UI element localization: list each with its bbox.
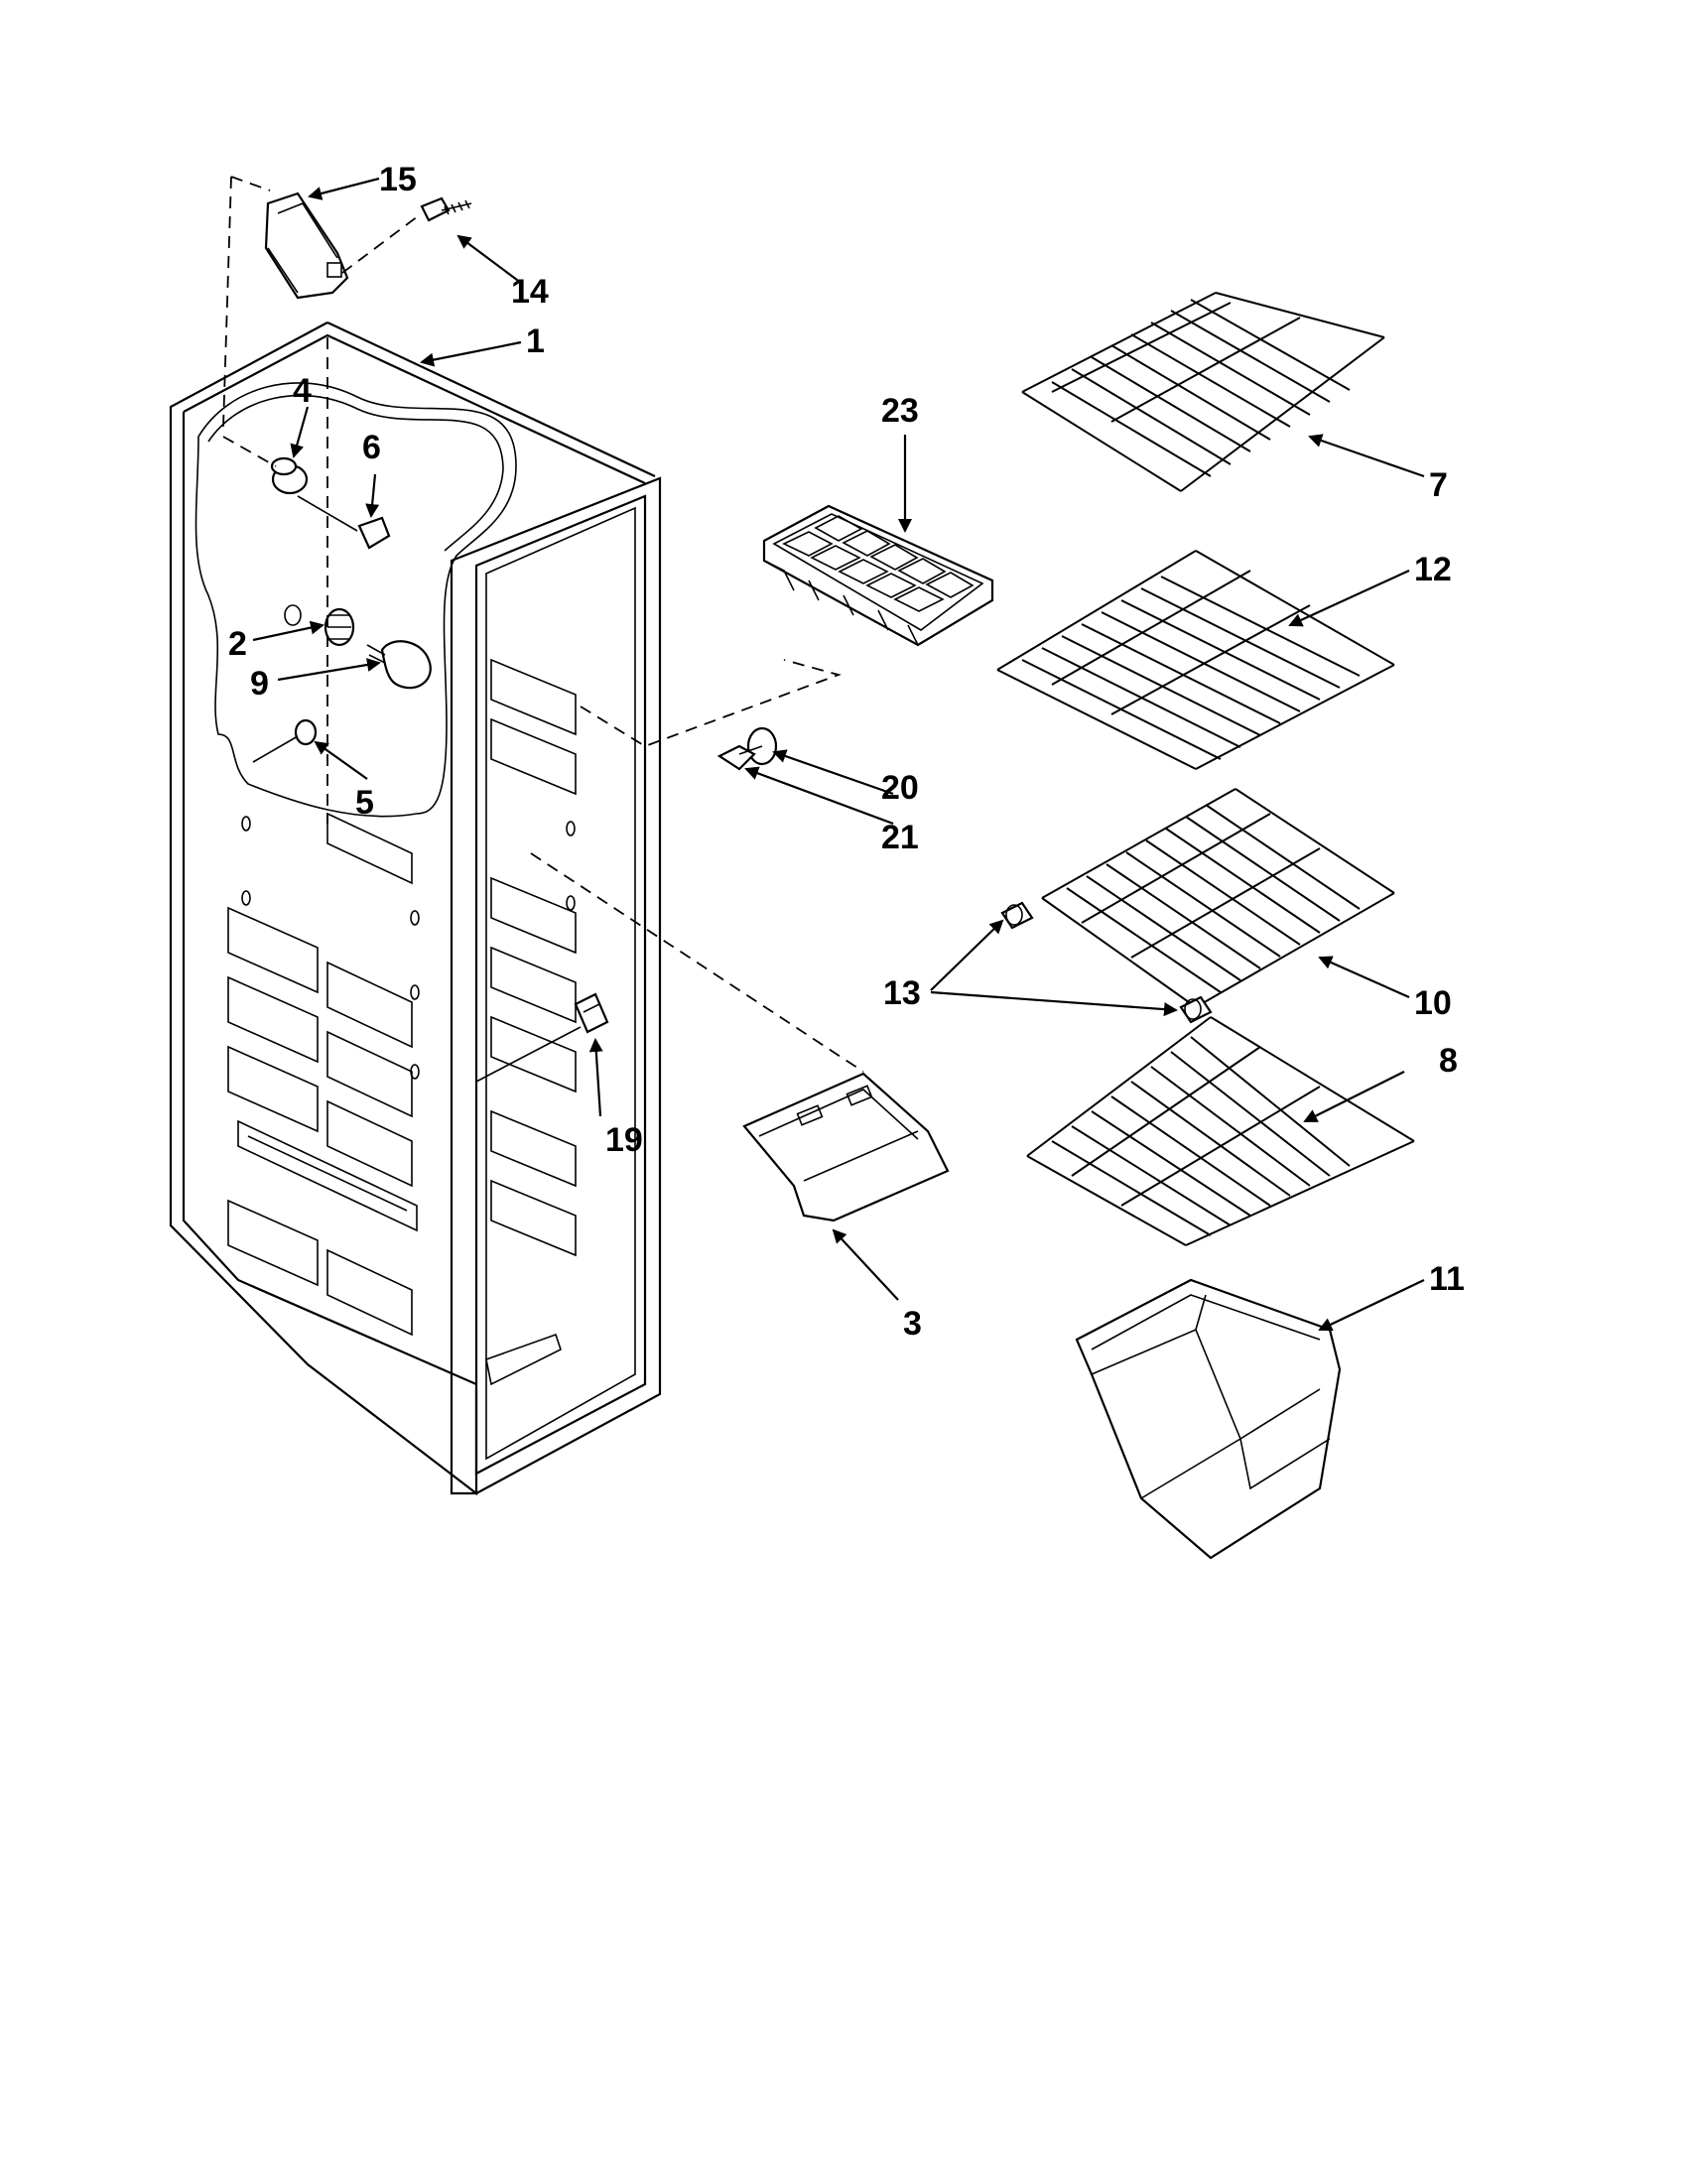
bracket-part bbox=[264, 192, 349, 300]
part-3-rail bbox=[530, 852, 950, 1222]
callout-1: 1 bbox=[526, 322, 545, 360]
part-11-bin bbox=[1075, 1278, 1342, 1560]
part-2-socket bbox=[284, 604, 355, 647]
screw-part bbox=[420, 196, 472, 222]
callout-10: 10 bbox=[1414, 984, 1452, 1022]
callout-9: 9 bbox=[250, 665, 269, 703]
callout-7: 7 bbox=[1429, 466, 1448, 504]
callout-19: 19 bbox=[605, 1121, 643, 1159]
callout-4: 4 bbox=[293, 372, 312, 410]
callout-23: 23 bbox=[881, 392, 919, 430]
callout-21: 21 bbox=[881, 819, 919, 856]
callout-15: 15 bbox=[379, 161, 417, 198]
wire-shelf-7 bbox=[1021, 292, 1385, 492]
part-23-ice-tray bbox=[762, 504, 994, 647]
part-20-21-bolt bbox=[580, 659, 842, 771]
callout-14: 14 bbox=[511, 273, 549, 311]
wire-shelf-8 bbox=[1026, 1016, 1415, 1246]
wire-shelf-12 bbox=[996, 550, 1395, 770]
freezer-liner bbox=[169, 321, 662, 1496]
callout-13: 13 bbox=[883, 974, 921, 1012]
callout-5: 5 bbox=[355, 784, 374, 822]
callout-6: 6 bbox=[362, 429, 381, 466]
part-9-bulb bbox=[366, 640, 432, 690]
part-4-plug bbox=[222, 436, 309, 495]
callout-3: 3 bbox=[903, 1305, 922, 1343]
wire-shelf-10 bbox=[1041, 788, 1395, 1008]
callout-20: 20 bbox=[881, 769, 919, 807]
callout-8: 8 bbox=[1439, 1042, 1458, 1080]
callout-11: 11 bbox=[1429, 1260, 1465, 1298]
part-13-stops bbox=[1000, 901, 1213, 1024]
callout-arrows bbox=[252, 177, 1425, 1332]
part-5-pin bbox=[252, 718, 318, 763]
part-19-clip bbox=[475, 992, 609, 1083]
callout-2: 2 bbox=[228, 625, 247, 663]
callout-12: 12 bbox=[1414, 551, 1452, 588]
part-6-clip bbox=[297, 495, 391, 550]
